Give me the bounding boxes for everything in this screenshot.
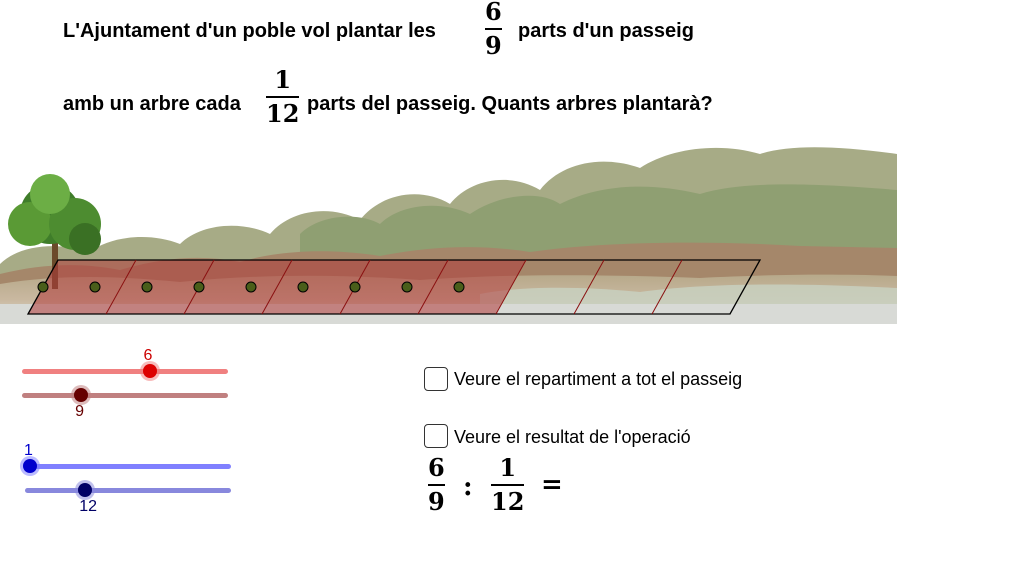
park-scene-illustration bbox=[0, 147, 897, 324]
question-line-1-text: L'Ajuntament d'un poble vol plantar les bbox=[63, 20, 436, 42]
show-distribution-label: Veure el repartiment a tot el passeig bbox=[454, 369, 743, 389]
fraction-numerator: 1 bbox=[274, 65, 292, 94]
fraction-bar bbox=[491, 484, 525, 486]
question-line-1-tail: parts d'un passeig bbox=[518, 20, 694, 43]
tree-dot bbox=[401, 281, 413, 293]
slider-denominator-b-track[interactable] bbox=[25, 488, 231, 493]
fraction-bar bbox=[428, 484, 445, 486]
slider-numerator-a-label: 6 bbox=[143, 347, 153, 364]
slider-denominator-a-knob[interactable] bbox=[74, 388, 89, 402]
slider-denominator-a-label: 9 bbox=[75, 403, 84, 420]
question-line-2: amb un arbre cada bbox=[63, 93, 241, 116]
tree-dot bbox=[193, 281, 205, 293]
walkway-division-line bbox=[495, 259, 527, 315]
question-fraction-b: 1 12 bbox=[266, 65, 300, 128]
tree-dot bbox=[37, 281, 49, 293]
fraction-denominator: 9 bbox=[428, 487, 445, 516]
slider-numerator-b-knob[interactable] bbox=[23, 459, 37, 473]
slider-denominator-b-knob[interactable] bbox=[78, 483, 93, 497]
tree-dot bbox=[141, 281, 153, 293]
question-line-1-tail-text: parts d'un passeig bbox=[518, 20, 694, 42]
question-fraction-a: 6 9 bbox=[485, 0, 502, 58]
fraction-numerator: 6 bbox=[428, 453, 445, 482]
fraction-numerator: 1 bbox=[499, 453, 517, 482]
walkway-trees bbox=[37, 281, 465, 293]
tree-dot bbox=[245, 281, 257, 293]
fraction-denominator: 9 bbox=[485, 31, 502, 60]
fraction-bar bbox=[266, 96, 300, 98]
tree-dot bbox=[453, 281, 465, 293]
slider-denominator-b-label: 12 bbox=[79, 498, 98, 515]
fraction-denominator: 12 bbox=[266, 99, 300, 128]
equation-fraction-a: 6 9 bbox=[428, 456, 445, 514]
tree-dot bbox=[297, 281, 309, 293]
question-line-1: L'Ajuntament d'un poble vol plantar les bbox=[63, 20, 436, 43]
walkway-division-line bbox=[651, 259, 683, 315]
slider-numerator-b-track[interactable] bbox=[25, 464, 231, 469]
question-line-2-tail-text: parts del passeig. Quants arbres plantar… bbox=[307, 93, 713, 115]
slider-numerator-a-track[interactable] bbox=[22, 369, 228, 374]
show-result-checkbox[interactable] bbox=[424, 424, 448, 448]
tree-dot bbox=[89, 281, 101, 293]
slider-numerator-b-label: 1 bbox=[24, 442, 33, 459]
fraction-numerator: 6 bbox=[485, 0, 502, 26]
fraction-bar bbox=[485, 28, 502, 30]
fraction-denominator: 12 bbox=[491, 487, 525, 516]
tree-illustration bbox=[8, 174, 101, 289]
equals-sign: = bbox=[541, 470, 563, 500]
division-operator: : bbox=[463, 472, 473, 502]
slider-denominator-a-track[interactable] bbox=[22, 393, 228, 398]
walkway-division-line bbox=[573, 259, 605, 315]
question-line-2-text: amb un arbre cada bbox=[63, 93, 241, 115]
question-line-2-tail: parts del passeig. Quants arbres plantar… bbox=[307, 93, 713, 116]
show-distribution-checkbox[interactable] bbox=[424, 367, 448, 391]
walkway-division-line bbox=[261, 259, 293, 315]
walkway-division-line bbox=[105, 259, 137, 315]
slider-numerator-a-knob[interactable] bbox=[142, 364, 157, 378]
show-result-label: Veure el resultat de l'operació bbox=[454, 427, 691, 447]
equation-fraction-b: 1 12 bbox=[491, 453, 525, 516]
walkway-division-line bbox=[417, 259, 449, 315]
tree-dot bbox=[349, 281, 361, 293]
